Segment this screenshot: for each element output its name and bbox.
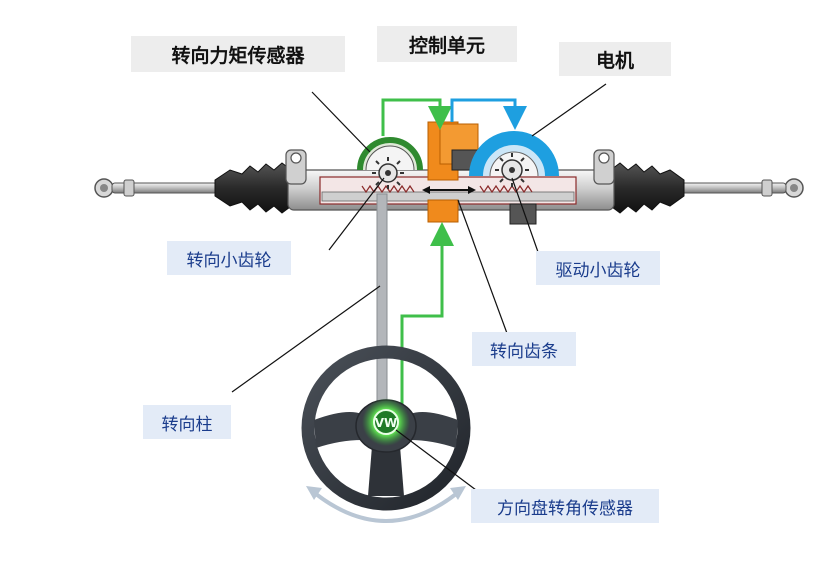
label-drive-pinion: 驱动小齿轮 (536, 251, 660, 285)
left-boot (214, 162, 291, 214)
right-tie-rod (679, 178, 804, 198)
drive-pinion-gear (495, 153, 529, 187)
label-steering-angle-sensor: 方向盘转角传感器 (471, 489, 659, 523)
steering-column (376, 193, 388, 415)
leader-lines (231, 83, 607, 497)
label-steering-column: 转向柱 (143, 405, 231, 439)
label-steering-pinion: 转向小齿轮 (167, 241, 291, 275)
torque-sensor-ring (357, 137, 423, 171)
vw-logo-icon (373, 409, 399, 435)
steering-wheel: VW (301, 345, 471, 511)
angle-signal-line (400, 222, 454, 412)
label-motor: 电机 (559, 42, 671, 76)
label-control-unit: 控制单元 (377, 26, 517, 62)
label-torque-sensor: 转向力矩传感器 (131, 36, 345, 72)
left-tie-rod (94, 178, 218, 198)
right-boot (611, 162, 685, 214)
steering-pinion-gear (372, 157, 404, 189)
motor-drive-line (450, 98, 527, 130)
label-steering-rack: 转向齿条 (472, 332, 576, 366)
torque-signal-line (381, 98, 452, 136)
vw-logo-text: VW (375, 416, 398, 430)
rotation-arrow (306, 486, 466, 523)
